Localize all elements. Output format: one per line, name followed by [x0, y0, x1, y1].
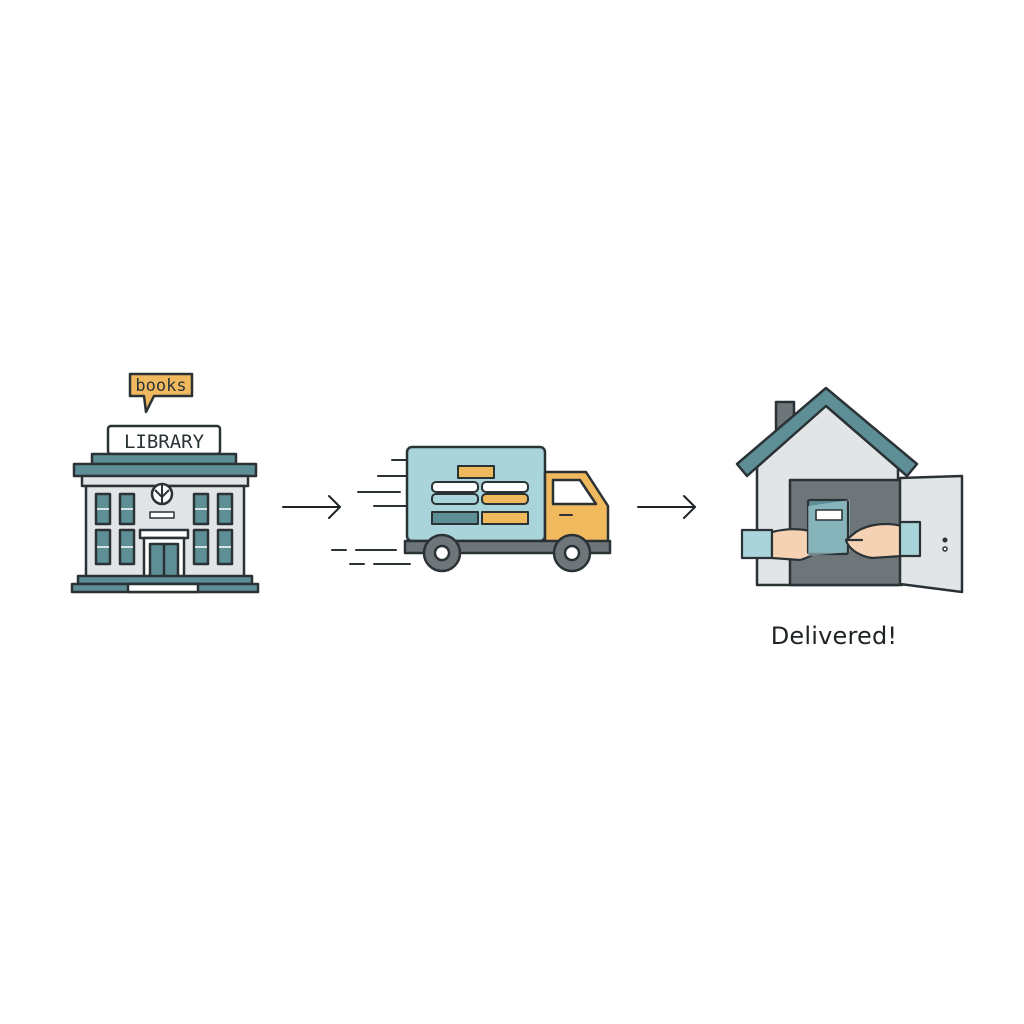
- delivery-truck-icon: [331, 445, 612, 573]
- house-icon: [735, 386, 964, 594]
- speech-bubble-icon: books: [128, 372, 194, 414]
- library-sign-label: LIBRARY: [124, 431, 205, 453]
- arrow-right-icon: [282, 495, 341, 519]
- bubble-label: books: [135, 376, 186, 396]
- book-stack-icon: [431, 465, 529, 525]
- library-sign: LIBRARY: [106, 424, 222, 456]
- arrow-right-icon: [637, 495, 696, 519]
- delivered-caption: Delivered!: [770, 622, 898, 650]
- library-building-icon: books LIBRARY: [70, 372, 260, 594]
- hands-book-icon: [740, 498, 922, 562]
